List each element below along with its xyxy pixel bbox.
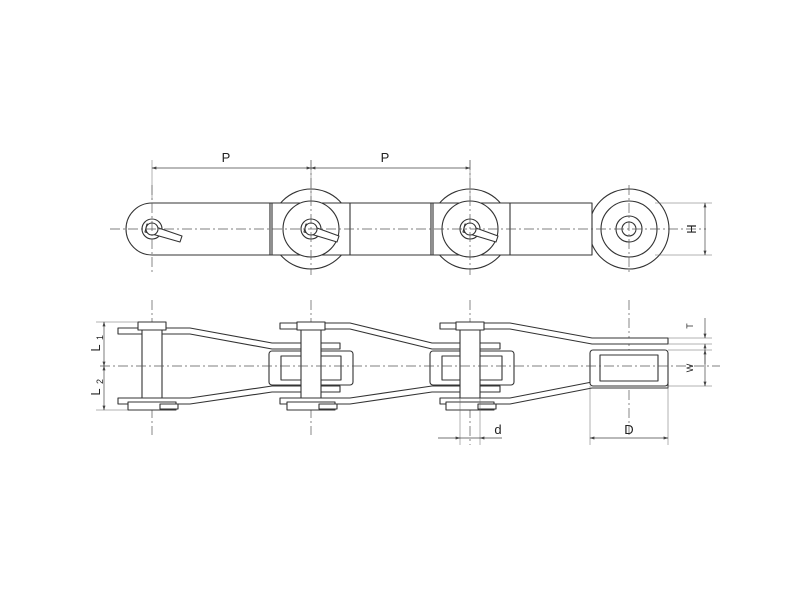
chain-side-view: L 1 L 2 T W d D (88, 300, 720, 445)
chain-top-view: P P H (110, 150, 712, 275)
link-plate-1 (125, 202, 271, 256)
l1-label: L (88, 344, 103, 351)
l2-subscript: 2 (95, 379, 105, 384)
side-pin-2 (286, 321, 338, 411)
pin-diameter-label: d (494, 422, 501, 437)
thickness-label: T (685, 323, 695, 329)
pitch-label-1: P (222, 150, 231, 165)
l2-label: L (88, 388, 103, 395)
l1-subscript: 1 (95, 335, 105, 340)
pitch-label-2: P (381, 150, 390, 165)
width-label: W (685, 363, 695, 372)
side-roller-3 (589, 349, 669, 387)
side-pin-3 (445, 321, 497, 411)
side-pin-1 (127, 321, 179, 411)
height-label: H (684, 224, 699, 233)
roller-diameter-label: D (624, 422, 633, 437)
